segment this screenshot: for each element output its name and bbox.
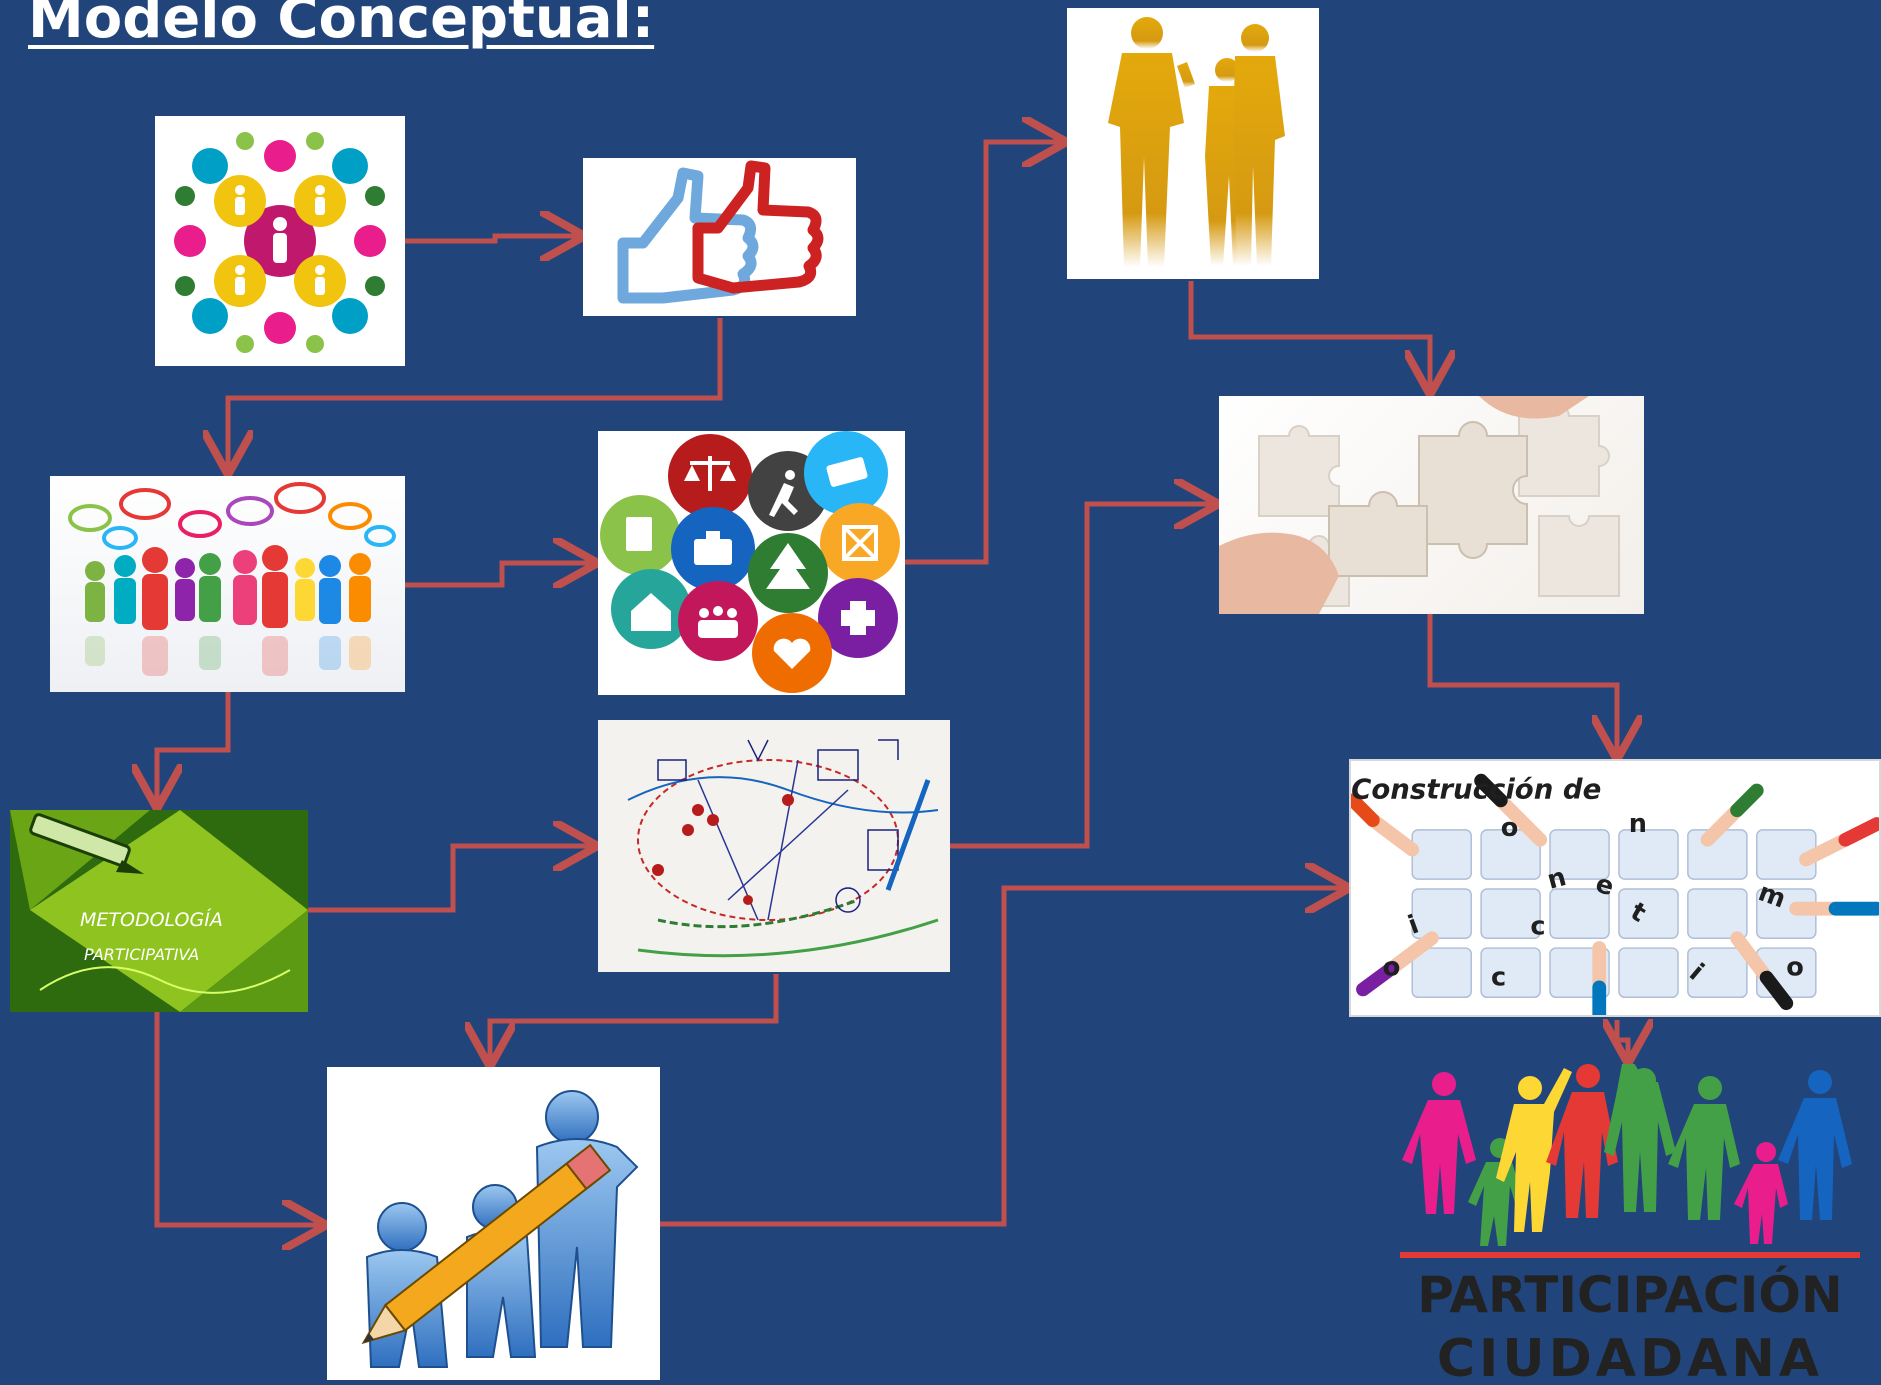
puzzle-hands-icon xyxy=(1219,396,1644,614)
people-silhouettes-icon xyxy=(1067,8,1319,279)
construccion-heading: Construcción de xyxy=(1351,773,1601,805)
arrow-thumbs-to-dialogue xyxy=(228,318,723,470)
construccion-letter-5: c xyxy=(1530,911,1545,941)
community-network-icon xyxy=(155,116,405,366)
arrow-metodologia-to-map xyxy=(308,846,593,913)
participacion-line1: PARTICIPACIÓN xyxy=(1417,1265,1842,1324)
arrow-silhouettes-to-puzzle xyxy=(1188,281,1430,390)
construccion-letter-2: o xyxy=(1501,813,1519,843)
construccion-letter-12: o xyxy=(1786,953,1804,983)
arrow-services-to-silhouettes xyxy=(905,142,1062,565)
arrow-community-to-thumbs xyxy=(405,236,580,241)
social-services-icon xyxy=(598,431,905,695)
construccion-conocimiento-icon: Construcción de c o n o c i m i e n t o xyxy=(1349,759,1881,1017)
hand-drawn-map-icon xyxy=(598,720,950,972)
pencil-icon xyxy=(29,813,144,874)
construccion-letter-1: c xyxy=(1491,962,1506,992)
construccion-letter-4: o xyxy=(1383,953,1401,983)
arrow-construccion-to-participacion xyxy=(1617,1020,1628,1059)
team-pencil-icon xyxy=(327,1067,660,1380)
arrow-map-to-puzzle xyxy=(950,504,1214,849)
arrow-team-to-construccion xyxy=(660,888,1345,1227)
arrow-puzzle-to-construccion xyxy=(1427,614,1617,755)
slide-title: Modelo Conceptual: xyxy=(28,0,655,51)
arrow-dialogue-to-metodologia xyxy=(157,692,231,804)
logo-divider xyxy=(1400,1252,1860,1258)
arrow-dialogue-to-services xyxy=(405,563,593,585)
arrow-map-to-team xyxy=(490,974,779,1062)
metodologia-line1: METODOLOGÍA xyxy=(80,908,223,931)
arrow-metodologia-to-team xyxy=(154,1012,322,1225)
metodologia-line2: PARTICIPATIVA xyxy=(84,945,199,964)
thumbs-up-icon xyxy=(583,158,856,316)
construccion-letter-3: n xyxy=(1629,809,1647,839)
participacion-line2: CIUDADANA xyxy=(1437,1329,1823,1385)
people-silhouettes-row xyxy=(1402,1064,1852,1246)
metodologia-participativa-card: METODOLOGÍA PARTICIPATIVA xyxy=(10,810,308,1012)
people-dialogue-icon xyxy=(50,476,405,692)
participacion-ciudadana-logo: PARTICIPACIÓN CIUDADANA xyxy=(1390,1064,1870,1385)
